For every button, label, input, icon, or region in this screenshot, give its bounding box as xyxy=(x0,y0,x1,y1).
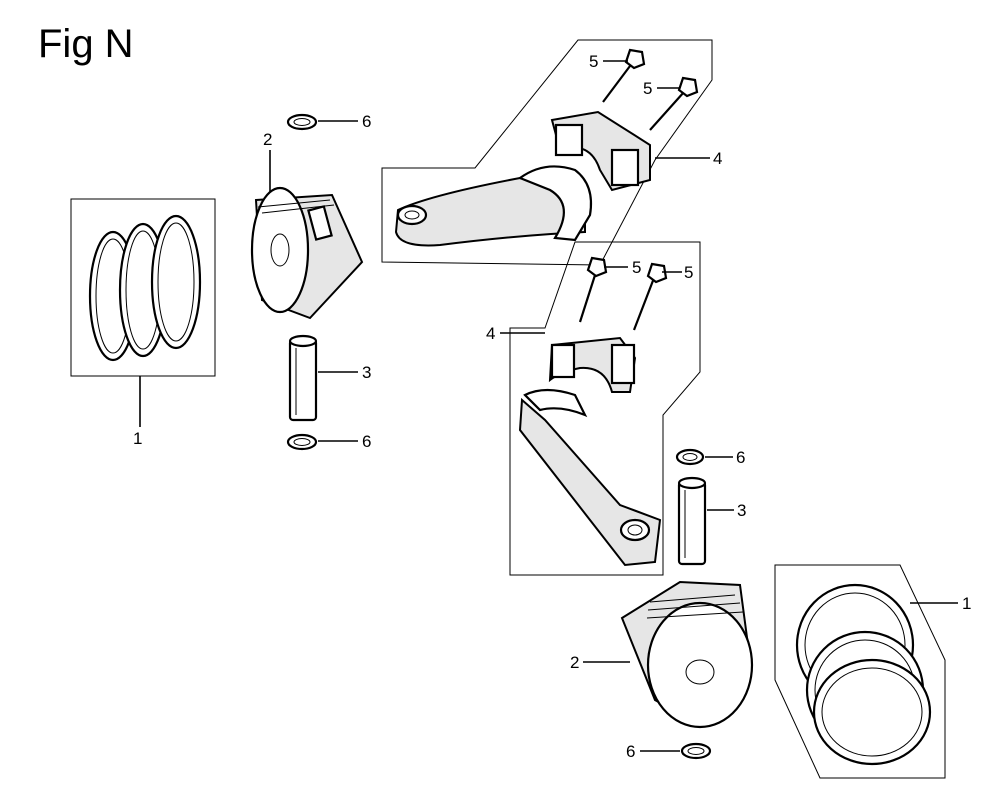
callout-bolt-lower-b: 5 xyxy=(684,263,693,282)
callout-pin-right: 3 xyxy=(737,501,746,520)
callout-ring-set-right: 1 xyxy=(962,594,971,613)
rod-bolt-lower-a-icon xyxy=(578,256,608,323)
piston-pin-right-icon xyxy=(677,476,707,566)
callout-piston-left: 2 xyxy=(263,130,272,149)
rod-bolt-upper-b-icon xyxy=(649,76,699,131)
rod-bolt-upper-a-icon xyxy=(602,48,646,103)
callout-ring-set-left: 1 xyxy=(133,429,142,448)
connecting-rod-upper-icon xyxy=(381,39,713,266)
pin-clip-left-bottom-icon xyxy=(286,433,318,451)
figure-title: Fig N xyxy=(38,22,134,66)
piston-ring-set-left-icon xyxy=(70,198,216,377)
callout-piston-right: 2 xyxy=(570,653,579,672)
callout-pin-left: 3 xyxy=(362,363,371,382)
piston-ring-set-right-icon xyxy=(774,564,946,779)
pin-clip-right-top-icon xyxy=(675,448,705,466)
callout-bolt-lower-a: 5 xyxy=(632,258,641,277)
callout-bolt-upper-b: 5 xyxy=(643,79,652,98)
pin-clip-left-top-icon xyxy=(286,113,318,131)
callout-bolt-upper-a: 5 xyxy=(589,52,598,71)
callout-rod-upper: 4 xyxy=(713,149,722,168)
connecting-rod-lower-icon xyxy=(509,241,701,576)
callout-clip-right-top: 6 xyxy=(736,448,745,467)
callout-clip-left-bottom: 6 xyxy=(362,432,371,451)
pin-clip-right-bottom-icon xyxy=(680,742,712,760)
rod-bolt-lower-b-icon xyxy=(632,262,668,331)
piston-pin-left-icon xyxy=(288,334,318,422)
callout-clip-left-top: 6 xyxy=(362,112,371,131)
callout-rod-lower: 4 xyxy=(486,324,495,343)
callout-clip-right-bottom: 6 xyxy=(626,742,635,761)
piston-left-icon xyxy=(250,186,364,320)
piston-right-icon xyxy=(620,580,754,729)
